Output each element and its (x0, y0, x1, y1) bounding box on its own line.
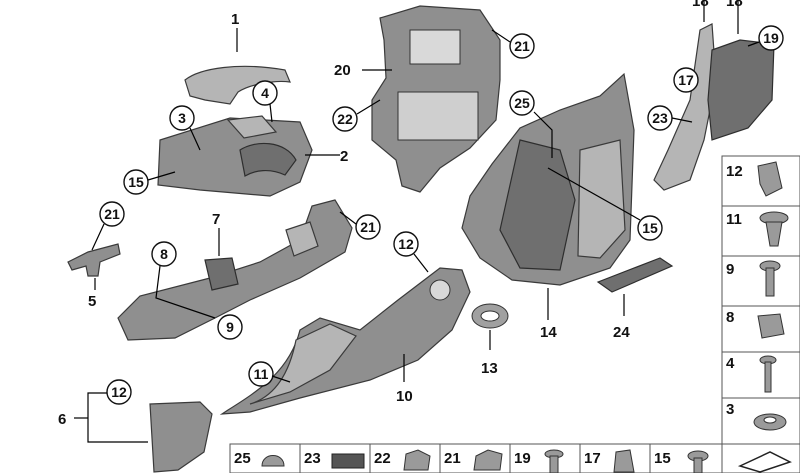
label-22: 22 (337, 111, 353, 127)
hw-label-11: 11 (726, 211, 742, 228)
hw-label-9: 9 (726, 261, 734, 278)
label-21-left: 21 (104, 206, 120, 222)
label-20: 20 (334, 62, 351, 79)
callout-circle-11 (248, 361, 274, 387)
hw-label-17: 17 (584, 450, 601, 467)
hw-label-8: 8 (726, 309, 734, 326)
hw-grommet-25-icon (261, 455, 285, 467)
label-21-mid: 21 (360, 219, 376, 235)
hardware-row: 25 23 22 21 19 17 15 (229, 443, 723, 473)
label-15-left: 15 (128, 174, 144, 190)
hw-label-25: 25 (234, 450, 251, 467)
label-21-top: 21 (514, 38, 530, 54)
callout-circle-21-top (509, 33, 535, 59)
label-11: 11 (254, 366, 269, 382)
callout-circle-3 (169, 105, 195, 131)
callout-circle-21-left (99, 201, 125, 227)
hw-label-21: 21 (444, 450, 461, 467)
diagram-symbol-icon (737, 451, 792, 473)
label-24: 24 (613, 324, 630, 341)
callout-circle-12 (393, 231, 419, 257)
hw-label-19: 19 (514, 450, 531, 467)
callout-circle-22 (332, 106, 358, 132)
callout-circle-15-right (637, 215, 663, 241)
label-17: 17 (678, 72, 694, 88)
hw-clip-21-icon (473, 449, 503, 471)
label-13: 13 (481, 360, 498, 377)
hw-nut-8-icon (757, 313, 785, 339)
hw-label-15: 15 (654, 450, 671, 467)
label-25: 25 (514, 95, 530, 111)
label-2: 2 (340, 148, 348, 165)
hw-screw-9-icon (759, 260, 781, 297)
part-5-bracket (67, 243, 121, 277)
label-8: 8 (160, 246, 168, 262)
hw-label-23: 23 (304, 450, 321, 467)
label-4: 4 (261, 85, 269, 101)
hw-pad-23-icon (331, 453, 365, 469)
callout-circle-17 (673, 67, 699, 93)
hw-clip-12-icon (757, 161, 783, 197)
hw-washer-3-icon (753, 413, 787, 431)
callout-circle-25 (509, 90, 535, 116)
label-18-right: 18 (726, 0, 743, 10)
label-3: 3 (178, 110, 186, 126)
callout-circle-21-mid (355, 214, 381, 240)
callout-circle-15a (123, 169, 149, 195)
part-24-tray (596, 257, 674, 293)
part-6-side-panel (149, 401, 213, 473)
hw-expansion-rivet-11-icon (759, 211, 789, 247)
hw-label-4: 4 (726, 355, 735, 372)
hardware-column: 12 11 9 8 4 3 (721, 155, 800, 473)
label-1: 1 (231, 11, 239, 28)
label-12: 12 (398, 236, 414, 252)
part-18-side-trim (653, 23, 775, 191)
hw-screw-15-icon (687, 450, 709, 473)
label-5: 5 (88, 293, 96, 310)
part-1-upper-cover (184, 65, 291, 105)
label-19: 19 (763, 30, 779, 46)
label-12-lower: 12 (111, 384, 127, 400)
label-23: 23 (652, 110, 668, 126)
label-9: 9 (226, 319, 234, 335)
label-10: 10 (396, 388, 413, 405)
part-20-center-frame (371, 5, 501, 193)
hw-clip-22-icon (403, 449, 431, 471)
callout-circle-19 (758, 25, 784, 51)
part-13-ring (471, 303, 509, 329)
hw-label-3: 3 (726, 401, 734, 418)
callout-circle-9 (217, 314, 243, 340)
label-6: 6 (58, 411, 66, 428)
label-7: 7 (212, 211, 220, 228)
hw-label-22: 22 (374, 450, 391, 467)
part-2-lower-trim (157, 115, 313, 197)
label-14: 14 (540, 324, 557, 341)
label-15-right: 15 (642, 220, 658, 236)
label-18-left: 18 (692, 0, 709, 10)
hw-label-12: 12 (726, 163, 743, 180)
hw-screw-4-icon (759, 355, 777, 393)
hw-screw-19-icon (544, 449, 564, 473)
callout-circle-8 (151, 241, 177, 267)
part-10-glove-box (219, 267, 471, 415)
callout-circle-12-lower (106, 379, 132, 405)
hw-clip-17-icon (613, 449, 635, 473)
callout-circle-4 (252, 80, 278, 106)
